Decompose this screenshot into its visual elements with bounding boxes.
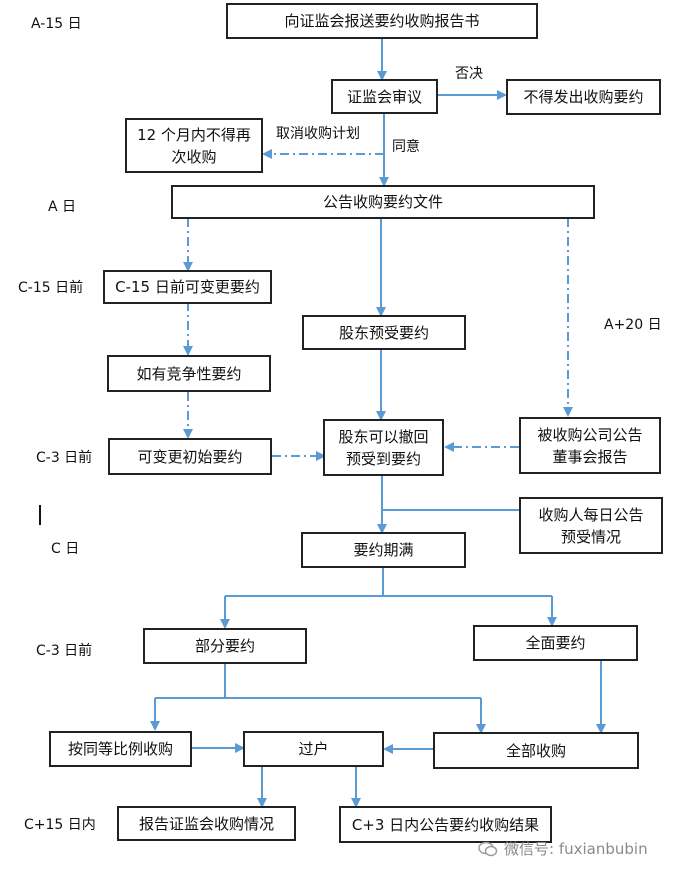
node-all-text: 全部收购 bbox=[505, 741, 566, 760]
node-withdraw-line1: 股东可以撤回 bbox=[338, 427, 429, 446]
node-all: 全部收购 bbox=[433, 732, 639, 769]
node-expire-text: 要约期满 bbox=[353, 541, 414, 559]
label-agree: 同意 bbox=[392, 139, 420, 155]
node-board-line1: 被收购公司公告 bbox=[537, 425, 643, 444]
node-review: 证监会审议 bbox=[331, 79, 438, 114]
node-changeinit-text: 可变更初始要约 bbox=[137, 447, 243, 466]
node-withdraw: 股东可以撤回 预受到要约 bbox=[323, 419, 444, 476]
edge-partial-split bbox=[155, 663, 481, 699]
node-prorata: 按同等比例收购 bbox=[49, 731, 192, 767]
node-change15-text: C-15 日前可变更要约 bbox=[115, 278, 260, 296]
node-compete: 如有竞争性要约 bbox=[107, 355, 271, 392]
node-result-text: C+3 日内公告要约收购结果 bbox=[351, 815, 540, 834]
label-a15: A-15 日 bbox=[31, 16, 82, 32]
label-c3a: C-3 日前 bbox=[36, 450, 93, 466]
node-review-text: 证监会审议 bbox=[346, 87, 422, 106]
node-prorata-text: 按同等比例收购 bbox=[67, 740, 173, 758]
node-transfer: 过户 bbox=[243, 731, 384, 767]
node-transfer-text: 过户 bbox=[298, 740, 329, 758]
node-result: C+3 日内公告要约收购结果 bbox=[339, 806, 552, 843]
label-cancel: 取消收购计划 bbox=[276, 126, 360, 142]
node-full: 全面要约 bbox=[473, 625, 638, 661]
label-reject: 否决 bbox=[455, 66, 483, 82]
label-c3b: C-3 日前 bbox=[36, 643, 93, 659]
node-daily-line2: 预受情况 bbox=[560, 527, 621, 546]
node-presell-text: 股东预受要约 bbox=[338, 323, 429, 342]
node-board-line2: 董事会报告 bbox=[552, 447, 628, 466]
node-changeinit: 可变更初始要约 bbox=[108, 438, 272, 475]
node-reportcsrc-text: 报告证监会收购情况 bbox=[138, 814, 274, 833]
label-c: C 日 bbox=[51, 541, 80, 557]
node-board: 被收购公司公告 董事会报告 bbox=[519, 417, 661, 474]
node-announce: 公告收购要约文件 bbox=[171, 185, 595, 219]
watermark: 微信号: fuxianbubin bbox=[478, 838, 648, 859]
node-partial: 部分要约 bbox=[143, 628, 307, 664]
label-c15: C-15 日前 bbox=[18, 280, 84, 296]
node-full-text: 全面要约 bbox=[525, 634, 586, 652]
node-report: 向证监会报送要约收购报告书 bbox=[226, 3, 538, 39]
node-reportcsrc: 报告证监会收购情况 bbox=[117, 806, 296, 841]
label-c15in: C+15 日内 bbox=[24, 817, 96, 833]
node-noissue: 不得发出收购要约 bbox=[506, 79, 661, 115]
node-expire: 要约期满 bbox=[301, 532, 466, 568]
node-report-text: 向证监会报送要约收购报告书 bbox=[284, 12, 480, 30]
node-twelve-line2: 次收购 bbox=[171, 147, 217, 166]
node-noissue-text: 不得发出收购要约 bbox=[523, 88, 644, 106]
node-daily: 收购人每日公告 预受情况 bbox=[519, 497, 663, 554]
node-announce-text: 公告收购要约文件 bbox=[322, 193, 443, 211]
node-presell: 股东预受要约 bbox=[302, 315, 466, 350]
node-partial-text: 部分要约 bbox=[194, 637, 255, 655]
node-compete-text: 如有竞争性要约 bbox=[136, 364, 242, 383]
label-a: A 日 bbox=[48, 199, 77, 215]
node-daily-line1: 收购人每日公告 bbox=[538, 505, 644, 524]
watermark-text: 微信号: fuxianbubin bbox=[504, 840, 648, 858]
edge-expire-split bbox=[225, 568, 552, 597]
node-twelve: 12 个月内不得再 次收购 bbox=[125, 118, 263, 173]
node-twelve-line1: 12 个月内不得再 bbox=[137, 125, 251, 144]
node-change15: C-15 日前可变更要约 bbox=[103, 270, 272, 304]
wechat-icon bbox=[478, 841, 498, 856]
label-a20: A+20 日 bbox=[604, 317, 662, 333]
node-withdraw-line2: 预受到要约 bbox=[345, 449, 421, 468]
